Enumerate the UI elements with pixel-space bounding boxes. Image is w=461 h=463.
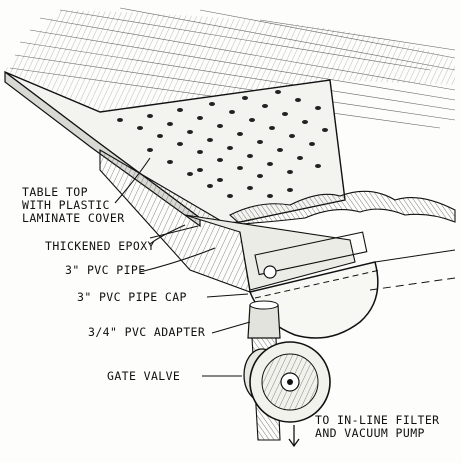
epoxy-fillet <box>184 214 356 291</box>
label-pvc-pipe-cap: 3" PVC PIPE CAP <box>77 290 187 304</box>
leader-lines <box>114 157 251 377</box>
label-thickened-epoxy: THICKENED EPOXY <box>45 239 155 253</box>
label-destination: TO IN-LINE FILTER AND VACUUM PUMP <box>315 414 440 440</box>
pvc-adapter <box>247 304 281 339</box>
label-table-top-line3: LAMINATE COVER <box>22 211 125 225</box>
fitting-slot <box>254 231 368 276</box>
gate-valve <box>243 341 331 423</box>
table-edge-dashed <box>369 277 456 291</box>
label-gate-valve: GATE VALVE <box>107 369 181 383</box>
label-table-top: TABLE TOP WITH PLASTIC LAMINATE COVER <box>22 186 125 225</box>
label-table-top-line2: WITH PLASTIC <box>22 198 110 212</box>
label-table-top-line1: TABLE TOP <box>22 185 88 199</box>
vacuum-holes <box>117 90 328 198</box>
pipe-centerline <box>254 269 381 299</box>
label-destination-line2: AND VACUUM PUMP <box>315 426 425 440</box>
upper-shaded-region <box>5 10 455 112</box>
fitting-hole <box>263 265 277 279</box>
pvc-pipe <box>99 149 251 293</box>
label-destination-line1: TO IN-LINE FILTER <box>315 413 440 427</box>
label-pvc-adapter: 3/4" PVC ADAPTER <box>88 325 206 339</box>
table-edge-right <box>374 249 456 263</box>
down-arrow-icon <box>288 425 300 448</box>
torn-cutaway <box>229 190 456 225</box>
label-pvc-pipe: 3" PVC PIPE <box>65 263 146 277</box>
